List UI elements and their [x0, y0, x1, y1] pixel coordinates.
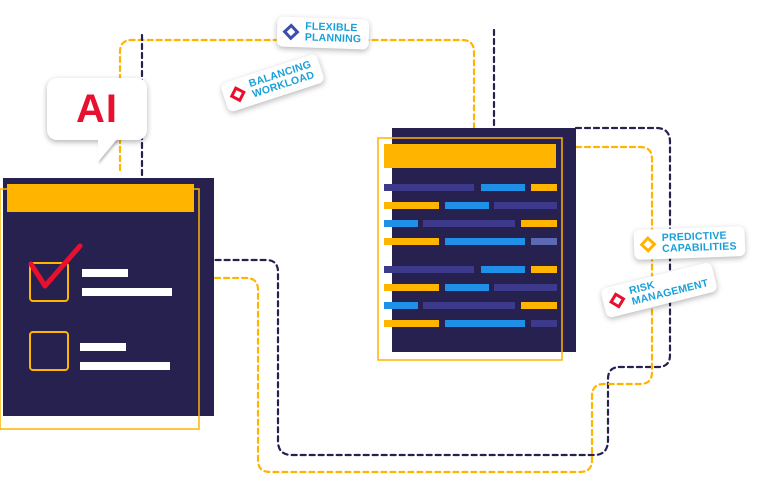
- checkbox-checked: [29, 262, 69, 302]
- checklist-header-bar: [7, 184, 194, 212]
- diamond-outline-icon: [229, 86, 246, 103]
- diamond-outline-icon: [609, 292, 626, 309]
- ai-speech-bubble: AI: [47, 78, 147, 140]
- speech-bubble-tail: [98, 138, 118, 162]
- connector-line: [210, 126, 672, 457]
- connector-line: [210, 145, 654, 474]
- diamond-outline-icon: [639, 235, 657, 253]
- ai-label: AI: [76, 86, 118, 131]
- flexible-planning-tag: FLEXIBLE PLANNING: [276, 16, 370, 50]
- schedule-card: [377, 128, 576, 361]
- checkbox-empty: [29, 331, 69, 371]
- predictive-capabilities-tag: PREDICTIVE CAPABILITIES: [633, 226, 746, 260]
- diamond-outline-icon: [282, 23, 300, 41]
- flexible-planning-label: FLEXIBLE PLANNING: [304, 20, 362, 46]
- schedule-header-bar: [384, 144, 556, 168]
- checklist-card: [0, 178, 214, 430]
- checkmark-icon: [28, 243, 83, 289]
- predictive-capabilities-label: PREDICTIVE CAPABILITIES: [661, 229, 737, 255]
